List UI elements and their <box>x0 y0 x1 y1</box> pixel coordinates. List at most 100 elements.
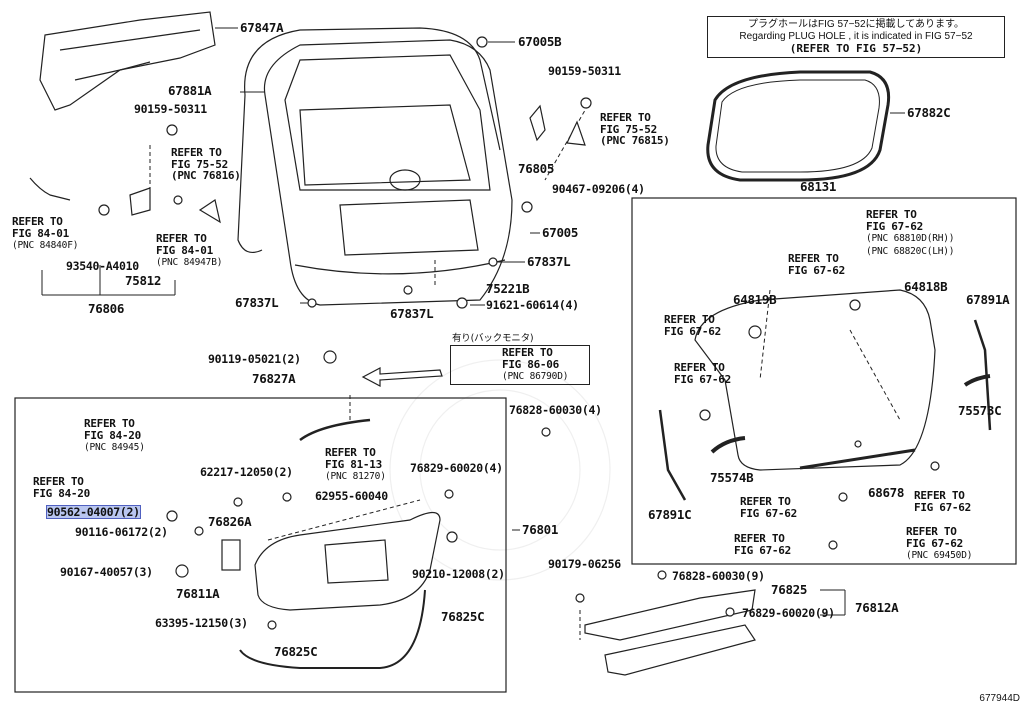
ref-fig-84-20-bottom[interactable]: REFER TO FIG 84-20 <box>33 476 90 499</box>
ref-line2: FIG 75-52 <box>600 122 657 136</box>
part-90159-50311-right[interactable]: 90159-50311 <box>548 64 621 78</box>
part-67891a[interactable]: 67891A <box>966 292 1010 307</box>
ref-line1: REFER TO <box>664 313 715 326</box>
monitor-ref[interactable]: REFER TO FIG 86-06 (PNC 86790D) <box>502 347 568 383</box>
monitor-ref-fig: FIG 86-06 <box>502 357 559 371</box>
part-67837l-bottom[interactable]: 67837L <box>390 306 434 321</box>
part-76825c-left[interactable]: 76825C <box>274 644 318 659</box>
ref-fig-81-13[interactable]: REFER TO FIG 81-13 (PNC 81270) <box>325 447 386 483</box>
part-67005[interactable]: 67005 <box>542 225 579 240</box>
ref-line1: REFER TO <box>33 475 84 488</box>
ref-line1: REFER TO <box>325 446 376 459</box>
ref-fig-75-52-left[interactable]: REFER TO FIG 75-52 (PNC 76816) <box>171 147 241 182</box>
ref-fig-84-01-left[interactable]: REFER TO FIG 84-01 (PNC 84840F) <box>12 216 78 252</box>
ref-fig-67-62-e[interactable]: REFER TO FIG 67-62 <box>914 490 971 513</box>
part-76826a[interactable]: 76826A <box>208 514 252 529</box>
ref-fig-67-62-c[interactable]: REFER TO FIG 67-62 <box>674 362 731 385</box>
monitor-ref-box <box>450 345 590 385</box>
ref-fig-75-52-right[interactable]: REFER TO FIG 75-52 (PNC 76815) <box>600 112 670 147</box>
part-76827a[interactable]: 76827A <box>252 371 296 386</box>
part-76812a[interactable]: 76812A <box>855 600 899 615</box>
part-76829-60020-9[interactable]: 76829-60020(9) <box>742 606 835 620</box>
part-67837l-left[interactable]: 67837L <box>235 295 279 310</box>
part-90467-09206[interactable]: 90467-09206(4) <box>552 182 645 196</box>
ref-line2: FIG 81-13 <box>325 457 382 471</box>
bracket-67847a-drawing <box>39 11 216 111</box>
part-64819b[interactable]: 64819B <box>733 292 777 307</box>
ref-fig-67-62-a[interactable]: REFER TO FIG 67-62 <box>788 253 845 276</box>
part-90159-50311-left[interactable]: 90159-50311 <box>134 102 207 116</box>
part-62217-12050[interactable]: 62217-12050(2) <box>200 465 293 479</box>
monitor-arrow <box>361 367 443 387</box>
note-line-jp: プラグホールはFIG 57−52に掲載してあります。 <box>748 19 964 30</box>
watermark-emblem <box>389 359 611 581</box>
note-line-ref: (REFER TO FIG 57−52) <box>789 42 923 55</box>
part-62955-60040[interactable]: 62955-60040 <box>315 489 388 503</box>
ref-pnc: (PNC 84840F) <box>12 240 79 251</box>
tailgate-door-drawing <box>263 39 513 306</box>
part-90210-12008[interactable]: 90210-12008(2) <box>412 567 505 581</box>
part-76829-60020-4[interactable]: 76829-60020(4) <box>410 461 503 475</box>
ref-pnc: (PNC 84945) <box>84 442 145 453</box>
ref-line2: FIG 75-52 <box>171 157 228 171</box>
ref-fig-67-62-top[interactable]: REFER TO FIG 67-62 (PNC 68810D(RH)) (PNC… <box>866 209 955 257</box>
ref-line1: REFER TO <box>788 252 839 265</box>
garnish-group-box <box>14 397 507 693</box>
ref-line1: REFER TO <box>84 417 135 430</box>
part-67891c[interactable]: 67891C <box>648 507 692 522</box>
ref-pnc: (PNC 76815) <box>600 134 670 147</box>
back-door-garnish-76801-drawing <box>254 511 441 611</box>
part-75221b[interactable]: 75221B <box>486 281 530 296</box>
part-76825c-right[interactable]: 76825C <box>441 609 485 624</box>
part-75574b[interactable]: 75574B <box>710 470 754 485</box>
plug-hole-note: プラグホールはFIG 57−52に掲載してあります。 Regarding PLU… <box>707 16 1005 58</box>
part-76805[interactable]: 76805 <box>518 161 555 176</box>
part-75573c[interactable]: 75573C <box>958 403 1002 418</box>
part-76828-60030-9[interactable]: 76828-60030(9) <box>672 569 765 583</box>
ref-line2: FIG 67-62 <box>906 536 963 550</box>
part-68131[interactable]: 68131 <box>800 179 837 194</box>
part-67005b[interactable]: 67005B <box>518 34 562 49</box>
part-75812[interactable]: 75812 <box>125 273 162 288</box>
monitor-ref-line1: REFER TO <box>502 346 553 359</box>
part-90179-06256[interactable]: 90179-06256 <box>548 557 621 571</box>
ref-line1: REFER TO <box>674 361 725 374</box>
part-76811a[interactable]: 76811A <box>176 586 220 601</box>
part-90119-05021[interactable]: 90119-05021(2) <box>208 352 301 366</box>
ref-line2: FIG 67-62 <box>664 324 721 338</box>
monitor-heading: 有り(バックモニタ) <box>452 333 534 344</box>
part-63395-12150[interactable]: 63395-12150(3) <box>155 616 248 630</box>
part-76828-60030-4[interactable]: 76828-60030(4) <box>509 403 602 417</box>
ref-fig-67-62-d[interactable]: REFER TO FIG 67-62 <box>740 496 797 519</box>
garnish-76812a-drawing <box>584 589 756 641</box>
ref-pnc: (PNC 81270) <box>325 471 386 482</box>
part-64818b[interactable]: 64818B <box>904 279 948 294</box>
ref-fig-84-20-top[interactable]: REFER TO FIG 84-20 (PNC 84945) <box>84 418 145 454</box>
ref-pnc: (PNC 68810D(RH)) <box>866 233 955 244</box>
part-76825[interactable]: 76825 <box>771 582 808 597</box>
part-90116-06172[interactable]: 90116-06172(2) <box>75 525 168 539</box>
ref-fig-67-62-h[interactable]: REFER TO FIG 67-62 (PNC 69450D) <box>906 526 972 562</box>
ref-fig-84-01-right[interactable]: REFER TO FIG 84-01 (PNC 84947B) <box>156 233 222 269</box>
ref-fig-67-62-f[interactable]: REFER TO FIG 67-62 <box>734 533 791 556</box>
ref-fig-67-62-b[interactable]: REFER TO FIG 67-62 <box>664 314 721 337</box>
rear-glass-68131-drawing <box>694 289 936 471</box>
diagram-id: 677944D <box>979 693 1020 704</box>
glass-group-box <box>631 197 1017 565</box>
ref-pnc: (PNC 84947B) <box>156 257 223 268</box>
part-91621-60614[interactable]: 91621-60614(4) <box>486 298 579 312</box>
part-76806[interactable]: 76806 <box>88 301 125 316</box>
part-90167-40057[interactable]: 90167-40057(3) <box>60 565 153 579</box>
ref-line1: REFER TO <box>914 489 965 502</box>
part-76801[interactable]: 76801 <box>522 522 559 537</box>
part-67882c[interactable]: 67882C <box>907 105 951 120</box>
ref-line1: REFER TO <box>740 495 791 508</box>
part-67837l-right[interactable]: 67837L <box>527 254 571 269</box>
part-93540-a4010[interactable]: 93540-A4010 <box>66 259 139 273</box>
part-90562-04007-highlighted[interactable]: 90562-04007(2) <box>46 505 141 519</box>
part-67881a[interactable]: 67881A <box>168 83 212 98</box>
ref-line1: REFER TO <box>734 532 785 545</box>
part-68678[interactable]: 68678 <box>868 485 905 500</box>
part-67847a[interactable]: 67847A <box>240 20 284 35</box>
ref-line2: FIG 67-62 <box>866 219 923 233</box>
